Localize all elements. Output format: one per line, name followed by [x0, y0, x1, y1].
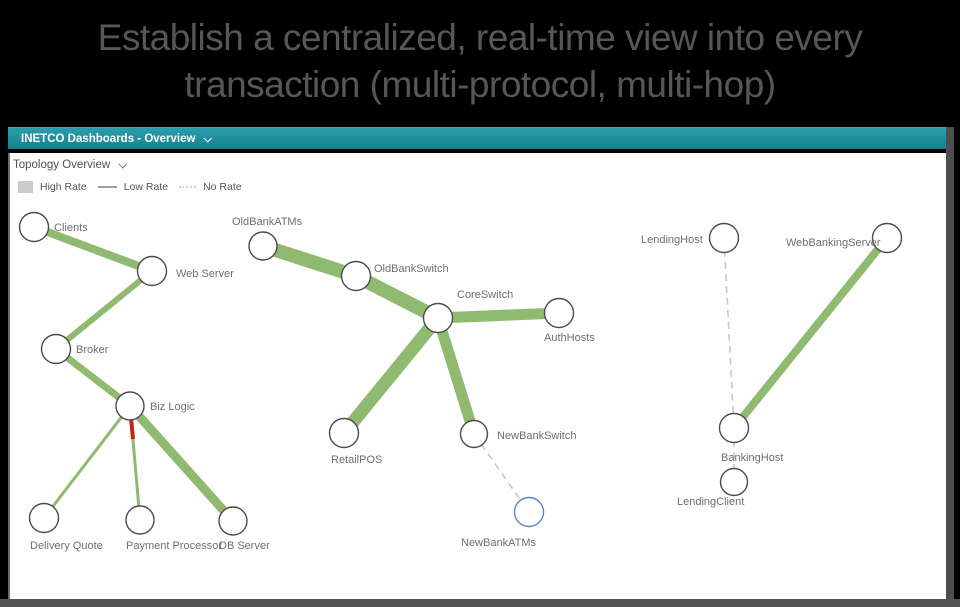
node-auth-hosts[interactable]: [543, 297, 575, 329]
legend-item-low-rate: Low Rate: [97, 181, 169, 193]
edge-core-switch-new-bank-switch: [432, 316, 480, 436]
edge-broker-biz-logic: [53, 346, 133, 409]
node-label-auth-hosts: AuthHosts: [544, 332, 595, 344]
view-selector[interactable]: Topology Overview: [13, 159, 128, 171]
edge-biz-logic-delivery-quote: [42, 405, 132, 519]
window-border-bottom: [0, 599, 960, 607]
legend-label: High Rate: [40, 181, 87, 193]
node-label-new-bank-switch: NewBankSwitch: [497, 430, 576, 442]
node-label-web-banking-server: WebBankingServer: [786, 237, 881, 249]
no-rate-dotted-icon: [179, 186, 197, 188]
legend-item-no-rate: No Rate: [179, 181, 242, 193]
node-label-clients: Clients: [54, 222, 88, 234]
node-label-broker: Broker: [76, 344, 109, 356]
node-label-db-server: DB Server: [219, 540, 270, 552]
legend-label: No Rate: [203, 181, 242, 193]
node-broker[interactable]: [40, 333, 72, 365]
node-label-lending-client: LendingClient: [677, 496, 744, 508]
node-web-server[interactable]: [136, 255, 168, 287]
edge-biz-logic-db-server: [126, 402, 237, 525]
view-selector-label: Topology Overview: [13, 159, 111, 171]
node-new-bank-switch[interactable]: [459, 419, 489, 449]
dashboard-panel: [8, 153, 946, 599]
node-label-banking-host: BankingHost: [721, 452, 783, 464]
alert-segment: [129, 419, 135, 440]
node-label-old-bank-switch: OldBankSwitch: [374, 263, 449, 275]
node-label-biz-logic: Biz Logic: [150, 401, 195, 413]
edge-old-bank-atms-old-bank-switch: [260, 239, 359, 283]
node-delivery-quote[interactable]: [28, 502, 60, 534]
node-core-switch[interactable]: [422, 302, 454, 334]
node-label-old-bank-atms: OldBankATMs: [232, 216, 303, 228]
legend: High Rate Low Rate No Rate: [18, 181, 242, 193]
slide-title-line2: transaction (multi-protocol, multi-hop): [184, 64, 776, 105]
node-web-banking-server[interactable]: [871, 222, 903, 254]
node-old-bank-switch[interactable]: [340, 260, 372, 292]
edge-new-bank-switch-new-bank-atms: [473, 433, 530, 513]
node-old-bank-atms[interactable]: [248, 231, 278, 261]
node-label-core-switch: CoreSwitch: [457, 289, 513, 301]
edge-web-server-broker: [54, 268, 154, 352]
dashboard-titlebar[interactable]: INETCO Dashboards - Overview: [8, 127, 946, 149]
node-label-delivery-quote: Delivery Quote: [30, 540, 103, 552]
window-border-right: [946, 127, 954, 599]
legend-item-high-rate: High Rate: [18, 181, 87, 193]
node-label-payment-processor: Payment Processor: [126, 540, 222, 552]
node-label-retail-pos: RetailPOS: [331, 454, 382, 466]
edge-clients-web-server: [32, 223, 154, 275]
node-payment-processor[interactable]: [125, 505, 155, 535]
node-label-web-server: Web Server: [176, 268, 234, 280]
edge-core-switch-retail-pos: [338, 313, 444, 438]
node-lending-client[interactable]: [719, 467, 749, 497]
node-db-server[interactable]: [218, 506, 248, 536]
node-new-bank-atms[interactable]: [513, 496, 545, 528]
edge-lending-host-banking-host: [723, 237, 735, 429]
node-retail-pos[interactable]: [328, 417, 360, 449]
edge-old-bank-switch-core-switch: [352, 269, 442, 325]
slide-title: Establish a centralized, real-time view …: [0, 14, 960, 108]
legend-label: Low Rate: [123, 181, 169, 193]
edge-banking-host-web-banking-server: [730, 235, 891, 431]
edge-core-switch-auth-hosts: [437, 307, 560, 324]
slide-title-line1: Establish a centralized, real-time view …: [97, 17, 863, 58]
node-biz-logic[interactable]: [115, 391, 145, 421]
dashboard-titlebar-label: INETCO Dashboards - Overview: [21, 132, 196, 145]
node-lending-host[interactable]: [708, 222, 740, 254]
node-clients[interactable]: [18, 211, 50, 243]
node-banking-host[interactable]: [718, 412, 750, 444]
node-label-new-bank-atms: NewBankATMs: [461, 537, 536, 549]
low-rate-line-icon: [97, 186, 117, 188]
node-label-lending-host: LendingHost: [641, 234, 703, 246]
high-rate-swatch-icon: [18, 181, 33, 193]
